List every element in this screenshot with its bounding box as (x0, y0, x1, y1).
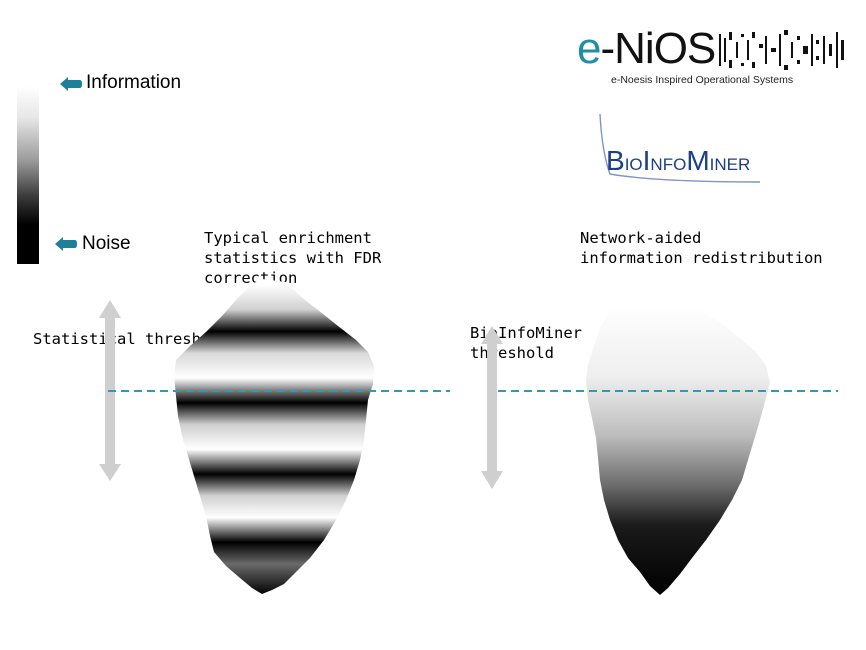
legend-information-label: Information (86, 72, 182, 93)
bioinfominer-part-iner: INER (709, 155, 751, 174)
enios-logo-name: -NiOS (600, 24, 716, 73)
right-double-arrow (481, 326, 503, 489)
bioinfominer-part-nfo: NFO (650, 155, 687, 174)
bioinfominer-letter-i: I (642, 145, 651, 176)
pointer-arrow-icon (60, 77, 82, 91)
enios-tagline: e-Noesis Inspired Operational Systems (611, 74, 794, 86)
enios-logo-e: e (577, 24, 602, 73)
information-noise-gradient-bar (17, 86, 39, 264)
bioinfominer-swoosh-icon (599, 113, 761, 183)
right-iceberg (586, 302, 770, 595)
left-iceberg (174, 279, 374, 594)
enios-logo: e-NiOS e-Noesis Inspired Operational Sys… (577, 24, 849, 90)
dna-barcode-icon (719, 30, 844, 70)
bioinfominer-part-io: IO (624, 155, 643, 174)
bioinfominer-letter-m: M (686, 145, 710, 176)
right-panel-caption: Network-aided information redistribution (580, 229, 823, 267)
bioinfominer-logo: BIOINFOMINER (596, 112, 766, 184)
legend-noise-label: Noise (82, 233, 131, 254)
pointer-arrow-icon (55, 237, 77, 251)
bioinfominer-letter-b: B (606, 145, 625, 176)
